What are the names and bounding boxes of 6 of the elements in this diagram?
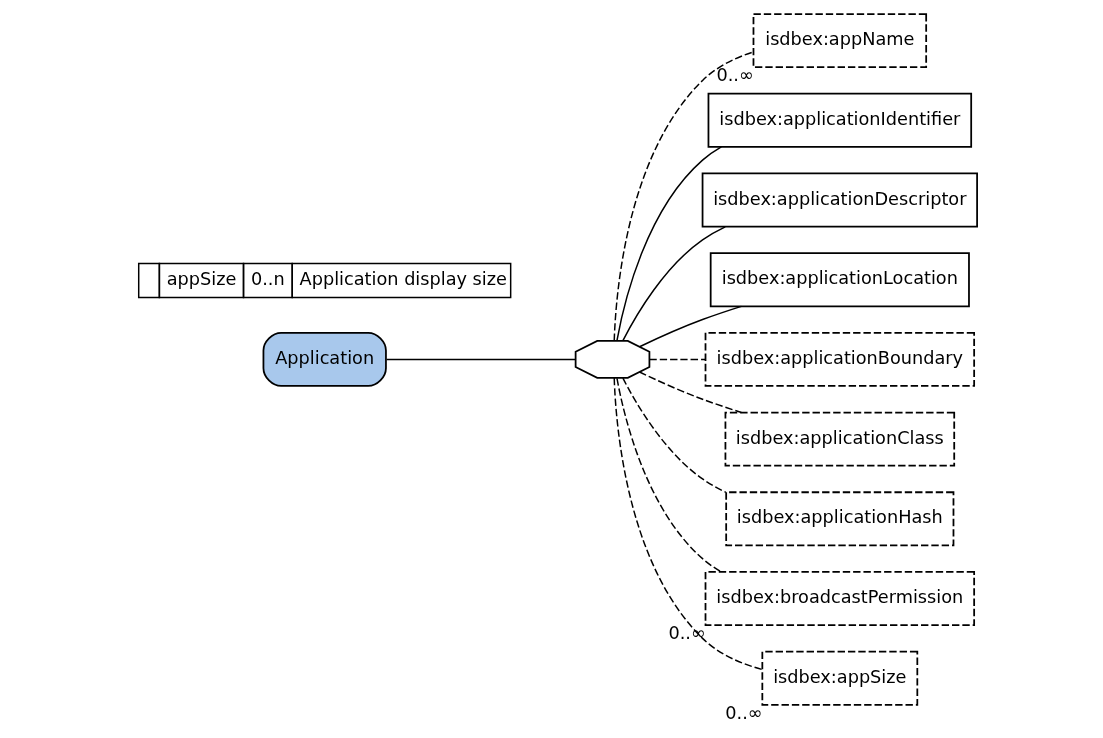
- node-label: 0..∞: [667, 623, 706, 644]
- node-label: 0..∞: [724, 702, 763, 723]
- label: appSize: [166, 269, 236, 290]
- label: 0..n: [250, 269, 285, 290]
- label: Application display size: [299, 269, 507, 290]
- node-label: 0..∞: [715, 65, 754, 86]
